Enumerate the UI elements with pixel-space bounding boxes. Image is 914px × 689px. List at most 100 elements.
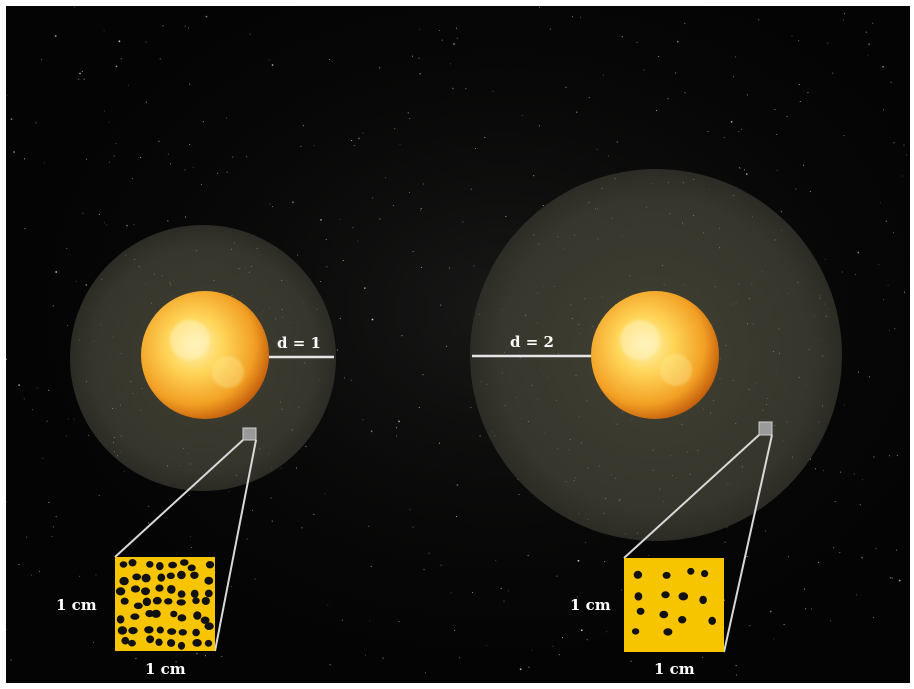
star-dot bbox=[339, 218, 341, 220]
star-dot bbox=[204, 655, 206, 657]
photon-dot bbox=[145, 610, 154, 618]
star-dot bbox=[708, 189, 710, 191]
star-dot bbox=[672, 475, 674, 477]
star-dot bbox=[41, 59, 43, 61]
photon-dot bbox=[119, 561, 128, 568]
star-dot bbox=[507, 590, 509, 592]
star-dot bbox=[616, 423, 618, 425]
star-dot bbox=[424, 672, 426, 674]
star-dot bbox=[571, 317, 573, 319]
star-dot bbox=[778, 352, 780, 354]
star-dot bbox=[270, 497, 272, 499]
star-dot bbox=[735, 423, 737, 425]
star-dot bbox=[342, 260, 344, 262]
photon-dot bbox=[155, 638, 163, 646]
star-dot bbox=[797, 281, 799, 283]
star-dot bbox=[112, 441, 114, 443]
star-dot bbox=[188, 494, 190, 496]
star-dot bbox=[814, 315, 816, 317]
star-dot bbox=[100, 324, 102, 326]
star-dot bbox=[6, 628, 7, 630]
star-dot bbox=[621, 411, 623, 413]
photon-dot bbox=[155, 584, 164, 592]
star-dot bbox=[66, 248, 68, 250]
star-dot bbox=[798, 83, 800, 85]
star-dot bbox=[755, 382, 757, 384]
star-dot bbox=[150, 302, 152, 304]
star-dot bbox=[878, 264, 880, 266]
photon-dot bbox=[130, 585, 141, 593]
star-dot bbox=[438, 442, 440, 444]
star-dot bbox=[170, 284, 172, 286]
star-dot bbox=[782, 440, 784, 442]
star-dot bbox=[839, 552, 841, 554]
star-dot bbox=[182, 447, 184, 449]
star-dot bbox=[184, 25, 186, 27]
star-dot bbox=[538, 243, 540, 245]
star-dot bbox=[555, 400, 557, 402]
star-dot bbox=[692, 215, 694, 217]
photon-dot bbox=[662, 571, 671, 579]
star-dot bbox=[904, 291, 906, 293]
star-dot bbox=[398, 621, 400, 623]
star-dot bbox=[478, 313, 480, 315]
star-dot bbox=[318, 379, 320, 381]
star-dot bbox=[746, 555, 748, 557]
star-dot bbox=[36, 387, 38, 389]
photon-dot bbox=[128, 627, 138, 635]
star-dot bbox=[200, 184, 202, 186]
star-dot bbox=[697, 450, 699, 452]
star-dot bbox=[106, 224, 108, 226]
star-dot bbox=[420, 207, 422, 209]
star-dot bbox=[809, 190, 811, 192]
star-dot bbox=[663, 284, 665, 286]
star-dot bbox=[305, 445, 307, 447]
star-dot bbox=[889, 577, 891, 579]
star-dot bbox=[328, 59, 330, 61]
photon-dot bbox=[157, 573, 166, 582]
star-dot bbox=[82, 212, 84, 214]
star-dot bbox=[448, 267, 450, 269]
star-dot bbox=[906, 154, 908, 156]
star-dot bbox=[778, 328, 780, 330]
star-dot bbox=[126, 224, 128, 227]
star-dot bbox=[46, 420, 48, 422]
star-dot bbox=[501, 372, 503, 374]
star-dot bbox=[281, 280, 283, 282]
photon-dot bbox=[699, 595, 707, 605]
star-dot bbox=[604, 561, 606, 563]
star-dot bbox=[392, 205, 394, 207]
star-dot bbox=[882, 65, 884, 68]
star-dot bbox=[601, 188, 603, 190]
star-dot bbox=[18, 564, 20, 566]
star-dot bbox=[667, 182, 669, 184]
star-dot bbox=[103, 222, 105, 224]
star-dot bbox=[766, 398, 768, 400]
star-dot bbox=[643, 69, 645, 71]
photon-dot bbox=[687, 567, 695, 575]
photon-dot bbox=[121, 636, 130, 645]
photon-dot bbox=[633, 570, 643, 579]
star-dot bbox=[562, 637, 564, 639]
star-dot bbox=[556, 575, 558, 577]
photon-dot bbox=[187, 564, 196, 572]
star-dot bbox=[565, 86, 567, 88]
star-dot bbox=[599, 465, 601, 467]
star-dot bbox=[192, 166, 194, 168]
star-dot bbox=[190, 546, 192, 548]
star-dot bbox=[115, 407, 117, 409]
photon-dot bbox=[634, 592, 643, 601]
star-dot bbox=[450, 592, 452, 594]
star-dot bbox=[398, 420, 400, 423]
star-dot bbox=[52, 526, 54, 528]
star-dot bbox=[769, 610, 772, 613]
star-dot bbox=[454, 629, 456, 631]
star-dot bbox=[682, 284, 684, 286]
star-dot bbox=[818, 295, 820, 297]
star-dot bbox=[503, 600, 505, 602]
photon-dot bbox=[176, 599, 186, 606]
star-dot bbox=[320, 281, 322, 283]
star-dot bbox=[158, 140, 160, 142]
star-dot bbox=[857, 251, 860, 254]
star-dot bbox=[873, 617, 875, 619]
